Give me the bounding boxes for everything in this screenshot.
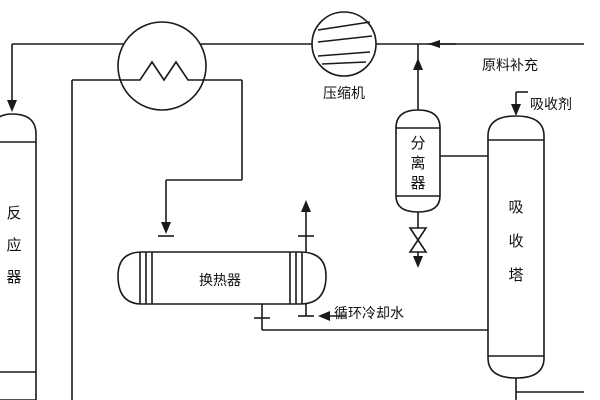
separator-label-1: 分 (410, 134, 425, 152)
valve-lower-icon (408, 238, 428, 253)
absorber-label-1: 吸 (508, 198, 523, 216)
absorber-label-2: 收 (508, 232, 523, 250)
separator-vessel (395, 109, 441, 213)
compressor-label: 压缩机 (323, 86, 365, 102)
cw-inlet-arrow (318, 311, 330, 321)
absorber-vessel (487, 115, 545, 379)
separator-label-3: 器 (410, 174, 425, 192)
cooling-water-label: 循环冷却水 (334, 306, 404, 322)
separator-label-2: 离 (410, 154, 425, 172)
separator-vent-arrow (413, 58, 423, 70)
absorbent-feed-arrow (511, 104, 521, 116)
reactor-label-3: 器 (6, 268, 21, 286)
raw-material-label: 原料补充 (482, 58, 538, 74)
reactor-label-2: 应 (6, 236, 21, 254)
absorber-label-3: 塔 (508, 266, 523, 284)
feed-effluent-exchanger (117, 21, 207, 111)
reactor-label-1: 反 (6, 204, 21, 222)
hx-top-outlet-arrow (301, 200, 311, 212)
heat-exchanger-label: 换热器 (199, 272, 241, 289)
compressor (311, 11, 377, 77)
hx-inlet-arrow (161, 222, 171, 234)
reactor-feed-arrow (7, 100, 17, 112)
separator-drain-arrow (413, 256, 423, 268)
absorbent-label: 吸收剂 (530, 97, 572, 113)
reactor-vessel (0, 113, 37, 400)
valve-upper-icon (408, 227, 428, 242)
heat-exchanger-vessel (117, 251, 327, 305)
